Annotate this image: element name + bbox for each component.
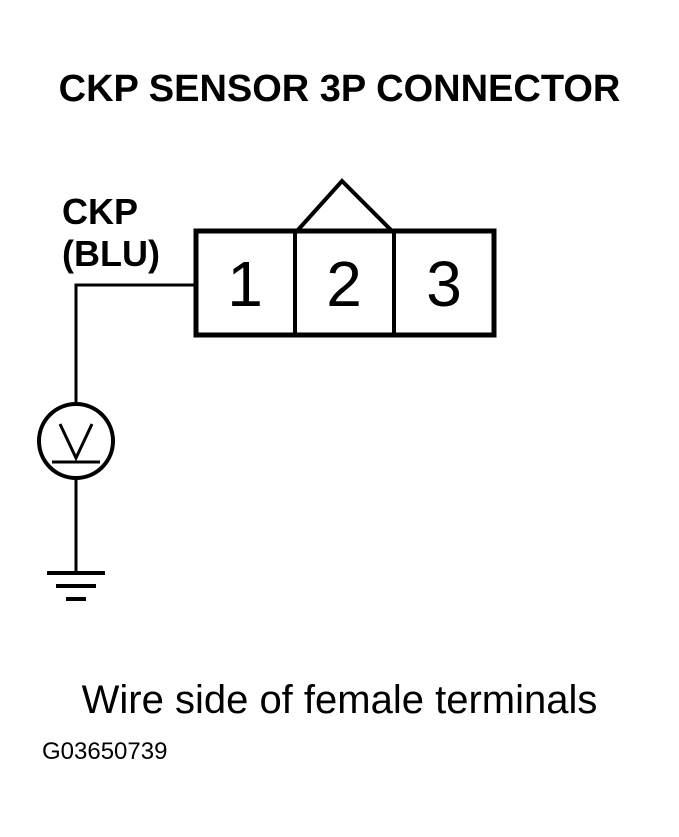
voltmeter-icon <box>37 402 115 480</box>
ground-icon <box>47 571 105 601</box>
pin-number-1: 1 <box>227 248 263 320</box>
pin-number-3: 3 <box>426 248 462 320</box>
figure-code: G03650739 <box>42 738 168 765</box>
connector-lock-tab <box>295 178 394 233</box>
wire-color-label: (BLU) <box>62 233 160 274</box>
pin-number-2: 2 <box>326 248 362 320</box>
diagram-title: CKP SENSOR 3P CONNECTOR <box>58 68 621 110</box>
wire-signal-label: CKP <box>62 191 139 232</box>
connector-body <box>193 228 497 338</box>
test-lead-wire <box>74 283 196 403</box>
diagram-caption: Wire side of female terminals <box>81 678 598 722</box>
